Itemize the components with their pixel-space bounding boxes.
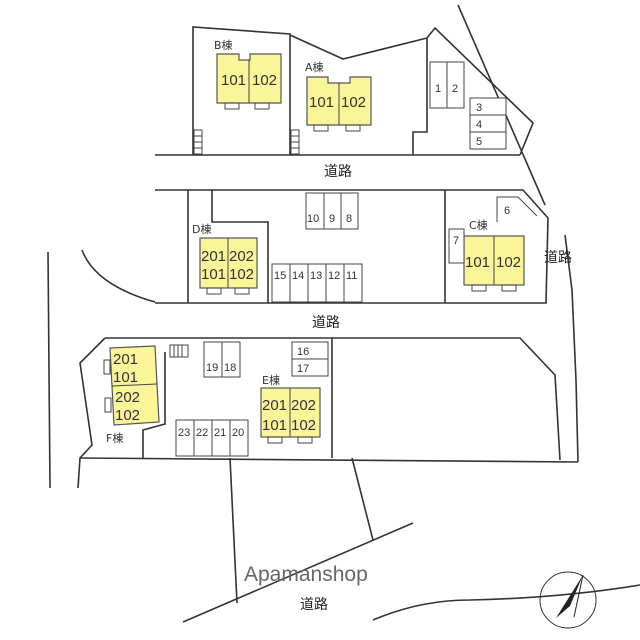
unit-number: 202: [291, 397, 316, 414]
parking-number: 12: [328, 270, 340, 282]
unit-number: 202: [229, 248, 254, 265]
unit-number: 102: [291, 417, 316, 434]
parking-number: 14: [292, 270, 304, 282]
parking-number: 20: [232, 427, 244, 439]
building-label: A棟: [305, 60, 324, 74]
unit-number: 202: [115, 389, 140, 406]
parking-number: 9: [329, 213, 335, 225]
parking-number: 18: [224, 362, 236, 374]
unit-number: 101: [113, 369, 138, 386]
parking-number: 10: [307, 213, 319, 225]
parking-number: 13: [310, 270, 322, 282]
road-label-right: 道路: [544, 250, 572, 266]
parking-20-23: 23 22 21 20: [175, 419, 249, 457]
unit-number: 101: [309, 94, 334, 111]
stairs: [169, 129, 300, 358]
unit-number: 102: [252, 72, 277, 89]
parking-number: 15: [274, 270, 286, 282]
building-label: F棟: [106, 431, 123, 445]
parking-number: 3: [476, 102, 482, 114]
building-f[interactable]: F棟 201 101 202 102: [103, 345, 160, 445]
unit-number: 201: [113, 351, 138, 368]
unit-number: 201: [262, 397, 287, 414]
parking-1-2: 1 2: [429, 61, 465, 109]
parking-number: 4: [476, 119, 482, 131]
parking-number: 21: [214, 427, 226, 439]
building-d[interactable]: D棟 201 101 202 102: [192, 222, 258, 295]
parking-11-15: 15 14 13 12 11: [271, 263, 363, 303]
watermark-logo: Apamanshop: [244, 563, 368, 586]
parking-number: 19: [206, 362, 218, 374]
building-c[interactable]: C棟 101 102: [463, 218, 525, 292]
building-b[interactable]: B棟 101 102: [214, 38, 282, 110]
parking-number: 2: [452, 83, 458, 95]
building-a[interactable]: A棟 101 102: [305, 60, 372, 132]
parking-number: 7: [453, 235, 459, 247]
parking-number: 17: [297, 363, 309, 375]
parking-3-5: 3 4 5: [469, 97, 507, 150]
unit-number: 102: [341, 94, 366, 111]
parking-16-17: 16 17: [291, 341, 329, 377]
unit-number: 101: [262, 417, 287, 434]
unit-number: 102: [229, 266, 254, 283]
north-arrow-icon: [539, 571, 597, 629]
building-label: C棟: [469, 218, 488, 232]
parking-6: 6: [496, 196, 538, 222]
parking-number: 22: [196, 427, 208, 439]
unit-number: 201: [201, 248, 226, 265]
unit-number: 101: [201, 266, 226, 283]
road-label-top: 道路: [324, 164, 352, 180]
building-label: E棟: [262, 373, 280, 387]
parking-number: 1: [435, 83, 441, 95]
unit-number: 102: [115, 407, 140, 424]
parking-8-10: 10 9 8: [305, 192, 359, 230]
parking-number: 11: [346, 270, 357, 282]
building-label: D棟: [192, 222, 211, 236]
unit-number: 101: [221, 72, 246, 89]
road-label-middle: 道路: [312, 315, 340, 331]
unit-number: 101: [465, 254, 490, 271]
building-e[interactable]: E棟 201 101 202 102: [260, 373, 321, 444]
parking-number: 8: [346, 213, 352, 225]
parking-number: 16: [297, 346, 309, 358]
boundary-lines: [47, 4, 640, 623]
parking-7: 7: [448, 228, 465, 264]
road-label-bottom: 道路: [300, 597, 328, 613]
parking-18-19: 19 18: [203, 341, 241, 378]
parking-number: 6: [504, 205, 510, 217]
unit-number: 102: [496, 254, 521, 271]
parking-number: 23: [178, 427, 190, 439]
parking-number: 5: [476, 136, 482, 148]
building-label: B棟: [214, 38, 233, 52]
